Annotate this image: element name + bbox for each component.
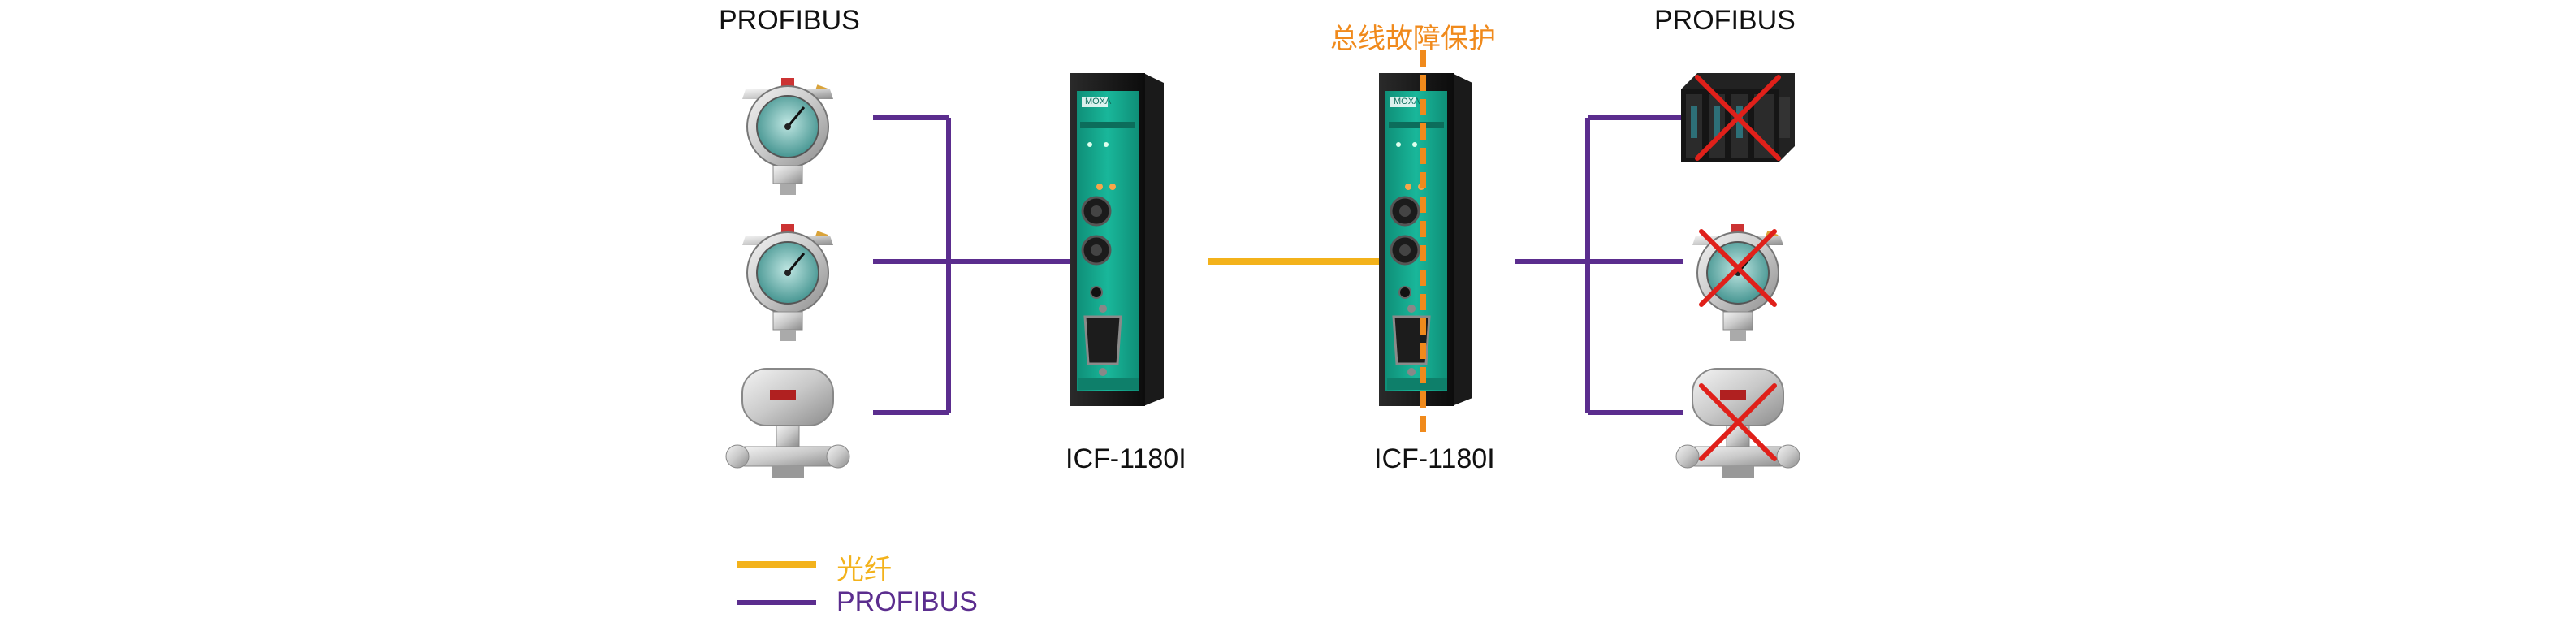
right-converter-brand: MOXA xyxy=(1394,97,1420,106)
fault-protection-label: 总线故障保护 xyxy=(1330,23,1496,55)
right-profibus-links xyxy=(1515,115,1683,415)
pressure-gauge-icon xyxy=(741,223,835,343)
failed-x-icon xyxy=(1699,229,1777,307)
right-network-title: PROFIBUS xyxy=(1654,5,1796,36)
right-converter-model: ICF-1180I xyxy=(1374,443,1495,474)
left-converter-brand: MOXA xyxy=(1085,97,1112,106)
failed-x-icon xyxy=(1699,383,1777,461)
left-converter-device-icon xyxy=(1069,71,1165,408)
pressure-gauge-icon xyxy=(741,76,835,197)
failed-marks xyxy=(1695,75,1781,461)
pressure-gauge-icon xyxy=(1691,223,1785,343)
legend-fiber-label: 光纤 xyxy=(836,554,892,586)
flow-meter-icon xyxy=(725,368,850,478)
legend-profibus-label: PROFIBUS xyxy=(836,586,978,617)
left-network-title: PROFIBUS xyxy=(719,5,860,36)
failed-x-icon xyxy=(1695,75,1781,161)
left-profibus-links xyxy=(873,115,1080,415)
left-converter-model: ICF-1180I xyxy=(1065,443,1186,474)
